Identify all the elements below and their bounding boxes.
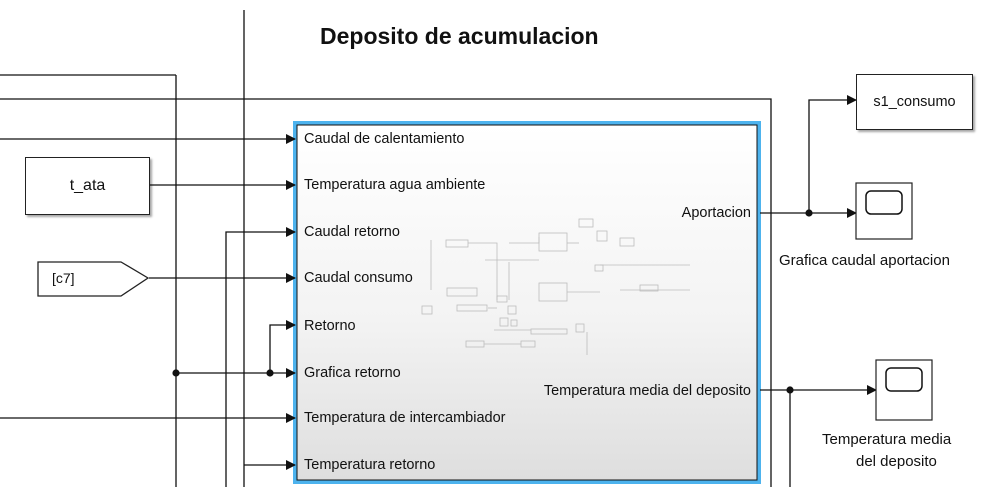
wire-aportacion-goto[interactable]	[808, 95, 857, 213]
goto-block-s1-consumo[interactable]: s1_consumo	[856, 74, 973, 130]
wire-caudal-retorno[interactable]	[225, 227, 296, 487]
port-label-input: Temperatura retorno	[304, 457, 436, 473]
branch-point	[172, 369, 180, 377]
port-label-output: Aportacion	[681, 205, 751, 221]
subsystem-thumbnail	[421, 218, 690, 355]
block-label: t_ata	[69, 177, 106, 194]
scope-screen-icon	[865, 190, 903, 215]
diagram-title: Deposito de acumulacion	[320, 23, 599, 49]
block-label: s1_consumo	[873, 94, 956, 110]
scope-label-temperatura-line2: del deposito	[856, 453, 937, 470]
goto-label-c7: [c7]	[52, 270, 75, 286]
scope-label-caudal: Grafica caudal aportacion	[779, 252, 950, 269]
port-label-input: Caudal consumo	[304, 270, 413, 286]
port-label-input: Retorno	[304, 318, 356, 334]
scope-label-temperatura-line1: Temperatura media	[822, 431, 952, 448]
subsystem-block[interactable]	[296, 124, 758, 481]
port-label-input: Temperatura agua ambiente	[304, 177, 486, 193]
scope-temperatura-block[interactable]	[875, 359, 933, 421]
port-label-input: Caudal retorno	[304, 224, 400, 240]
branch-point	[786, 386, 794, 394]
branch-point	[805, 209, 813, 217]
scope-screen-icon	[885, 367, 923, 392]
goto-block-c7[interactable]	[37, 261, 150, 297]
port-label-input: Grafica retorno	[304, 365, 401, 381]
port-label-input: Caudal de calentamiento	[304, 131, 465, 147]
port-label-output: Temperatura media del deposito	[543, 383, 751, 399]
branch-point	[266, 369, 274, 377]
constant-block-t-ata[interactable]: t_ata	[25, 157, 150, 215]
top-line-2[interactable]	[0, 98, 772, 487]
scope-caudal-block[interactable]	[855, 182, 913, 240]
port-label-input: Temperatura de intercambiador	[304, 410, 506, 426]
wire-retorno[interactable]	[269, 320, 296, 373]
